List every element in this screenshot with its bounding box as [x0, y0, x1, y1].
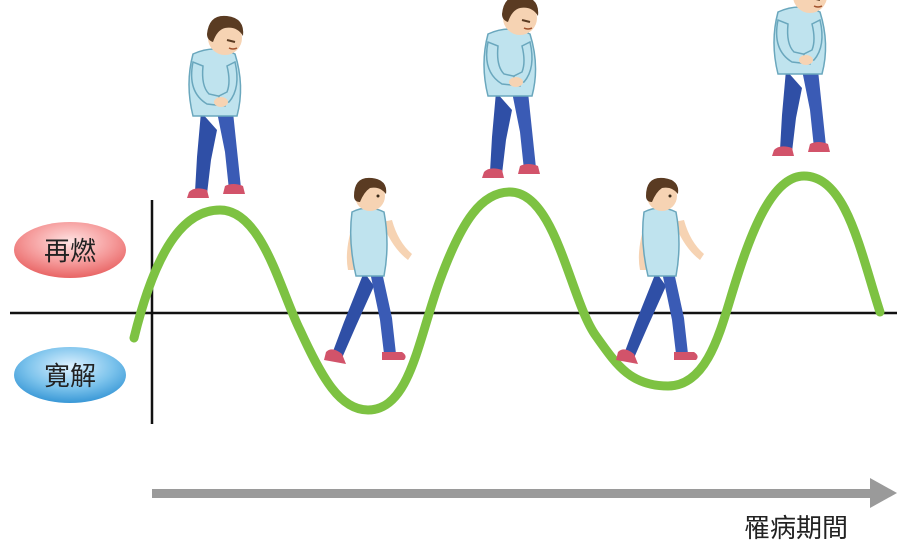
stomach-ache-person-icon — [186, 14, 246, 200]
disease-duration-arrow — [152, 478, 897, 508]
remission-label-pill: 寛解 — [14, 347, 126, 403]
disease-duration-label: 罹病期間 — [744, 514, 848, 543]
disease-activity-wave — [129, 171, 885, 415]
stomach-ache-person-icon — [771, 0, 831, 158]
relapse-label-pill: 再燃 — [14, 222, 126, 278]
remission-label: 寛解 — [44, 362, 96, 392]
relapse-label: 再燃 — [44, 237, 96, 267]
walking-person-icon — [323, 177, 413, 365]
walking-person-icon — [615, 177, 705, 365]
stomach-ache-person-icon — [481, 0, 541, 180]
